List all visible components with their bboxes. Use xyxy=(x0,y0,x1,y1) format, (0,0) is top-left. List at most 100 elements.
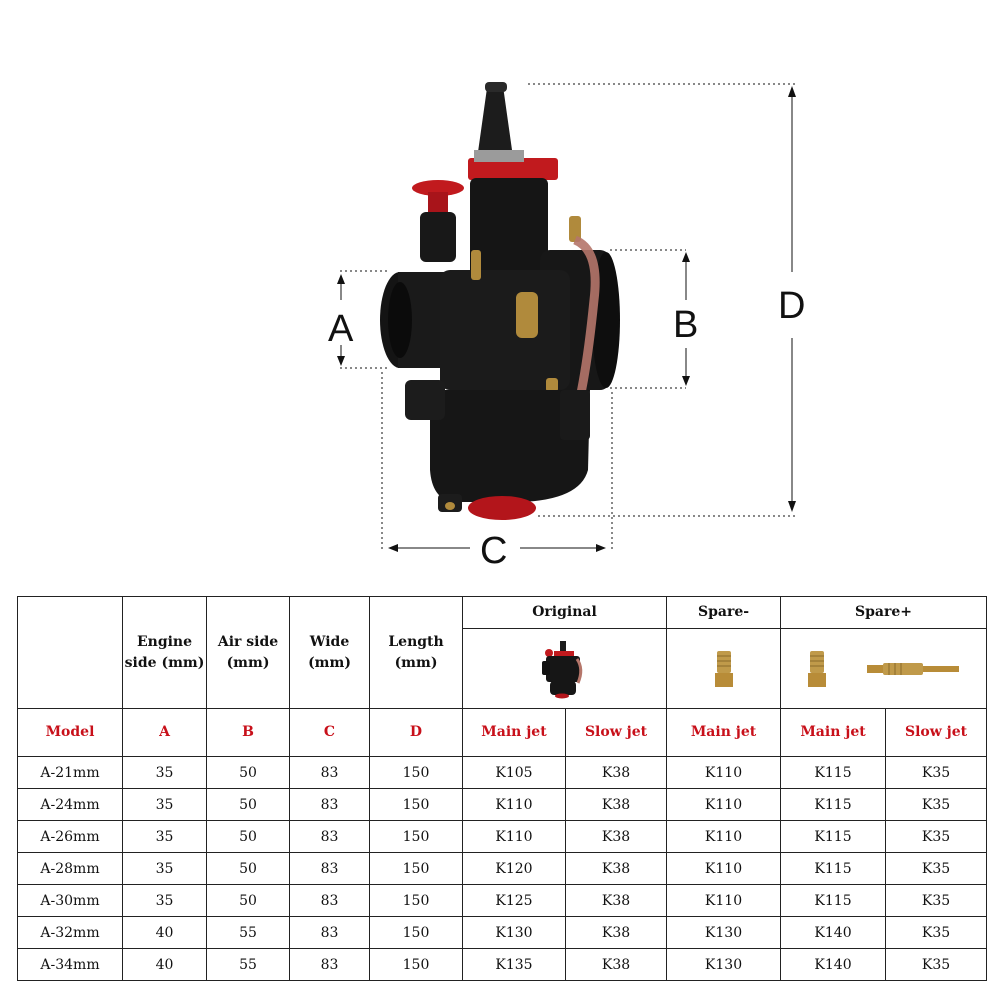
dimension-label-d: D xyxy=(778,285,805,327)
cell-model: A-28mm xyxy=(17,852,123,885)
cell-wide: 83 xyxy=(289,852,370,885)
cell-model: A-24mm xyxy=(17,788,123,821)
cell-original-slow-jet: K38 xyxy=(564,916,668,949)
header-engine-side: Engine side (mm) xyxy=(122,596,207,709)
cell-spare-plus-slow-jet: K35 xyxy=(885,916,988,949)
cell-model: A-21mm xyxy=(17,756,123,789)
cell-wide: 83 xyxy=(289,948,370,981)
cell-spare-plus-slow-jet: K35 xyxy=(885,788,988,821)
cell-spare-plus-main-jet: K115 xyxy=(780,788,887,821)
cell-engine-side: 35 xyxy=(122,884,207,917)
cell-spare-minus-main-jet: K110 xyxy=(666,788,782,821)
cell-engine-side: 35 xyxy=(122,756,207,789)
cell-original-main-jet: K125 xyxy=(462,884,566,917)
cell-spare-minus-main-jet: K130 xyxy=(666,948,782,981)
cell-length: 150 xyxy=(369,852,463,885)
cell-spare-plus-slow-jet: K35 xyxy=(885,948,988,981)
key-spare-plus-main-jet: Main jet xyxy=(780,708,887,757)
header-blank-cell xyxy=(17,596,123,709)
cell-spare-plus-main-jet: K140 xyxy=(780,948,887,981)
cell-air-side: 50 xyxy=(206,756,290,789)
cell-spare-plus-slow-jet: K35 xyxy=(885,852,988,885)
cell-engine-side: 35 xyxy=(122,820,207,853)
cell-air-side: 50 xyxy=(206,884,290,917)
key-original-main-jet: Main jet xyxy=(462,708,566,757)
key-d: D xyxy=(369,708,463,757)
main-jet-thumbnail xyxy=(714,650,733,687)
cell-original-main-jet: K110 xyxy=(462,788,566,821)
spare-minus-image-cell xyxy=(666,628,782,709)
dimension-label-a: A xyxy=(328,308,354,350)
cell-original-slow-jet: K38 xyxy=(564,756,668,789)
header-wide: Wide (mm) xyxy=(289,596,370,709)
cell-spare-minus-main-jet: K110 xyxy=(666,756,782,789)
key-a: A xyxy=(122,708,207,757)
cell-original-main-jet: K135 xyxy=(462,948,566,981)
dimension-label-c: C xyxy=(480,530,507,572)
key-b: B xyxy=(206,708,290,757)
cell-original-main-jet: K110 xyxy=(462,820,566,853)
key-original-slow-jet: Slow jet xyxy=(564,708,668,757)
slow-jet-thumbnail xyxy=(866,662,959,675)
main-jet-thumbnail xyxy=(807,650,826,687)
cell-engine-side: 40 xyxy=(122,916,207,949)
cell-spare-minus-main-jet: K110 xyxy=(666,820,782,853)
dimension-arrowheads xyxy=(337,86,796,552)
cell-spare-plus-slow-jet: K35 xyxy=(885,884,988,917)
dimension-lines xyxy=(340,83,795,552)
header-length: Length (mm) xyxy=(369,596,463,709)
cell-length: 150 xyxy=(369,756,463,789)
carburetor-illustration xyxy=(380,82,620,520)
spec-table: Engine side (mm) Air side (mm) Wide (mm)… xyxy=(17,596,988,981)
cell-model: A-34mm xyxy=(17,948,123,981)
cell-length: 150 xyxy=(369,788,463,821)
cell-spare-plus-main-jet: K140 xyxy=(780,916,887,949)
cell-spare-plus-main-jet: K115 xyxy=(780,820,887,853)
cell-model: A-30mm xyxy=(17,884,123,917)
cell-wide: 83 xyxy=(289,884,370,917)
cell-model: A-26mm xyxy=(17,820,123,853)
cell-spare-minus-main-jet: K110 xyxy=(666,852,782,885)
cell-original-main-jet: K120 xyxy=(462,852,566,885)
carburetor-thumbnail xyxy=(541,640,582,698)
cell-spare-minus-main-jet: K130 xyxy=(666,916,782,949)
cell-air-side: 55 xyxy=(206,916,290,949)
cell-spare-plus-main-jet: K115 xyxy=(780,852,887,885)
header-air-side: Air side (mm) xyxy=(206,596,290,709)
cell-wide: 83 xyxy=(289,916,370,949)
key-spare-plus-slow-jet: Slow jet xyxy=(885,708,988,757)
cell-original-main-jet: K130 xyxy=(462,916,566,949)
spare-plus-image-cell xyxy=(780,628,988,709)
cell-model: A-32mm xyxy=(17,916,123,949)
cell-spare-plus-main-jet: K115 xyxy=(780,756,887,789)
cell-length: 150 xyxy=(369,884,463,917)
cell-original-slow-jet: K38 xyxy=(564,852,668,885)
cell-air-side: 55 xyxy=(206,948,290,981)
key-model: Model xyxy=(17,708,123,757)
cell-air-side: 50 xyxy=(206,820,290,853)
cell-spare-minus-main-jet: K110 xyxy=(666,884,782,917)
cell-air-side: 50 xyxy=(206,788,290,821)
key-c: C xyxy=(289,708,370,757)
cell-wide: 83 xyxy=(289,788,370,821)
cell-original-main-jet: K105 xyxy=(462,756,566,789)
cell-spare-plus-slow-jet: K35 xyxy=(885,820,988,853)
cell-spare-plus-slow-jet: K35 xyxy=(885,756,988,789)
cell-wide: 83 xyxy=(289,756,370,789)
header-spare-plus: Spare+ xyxy=(780,596,988,629)
cell-engine-side: 40 xyxy=(122,948,207,981)
original-carburetor-image-cell xyxy=(461,628,668,709)
header-spare-minus: Spare- xyxy=(666,596,782,629)
cell-spare-plus-main-jet: K115 xyxy=(780,884,887,917)
cell-original-slow-jet: K38 xyxy=(564,788,668,821)
cell-original-slow-jet: K38 xyxy=(564,884,668,917)
cell-length: 150 xyxy=(369,916,463,949)
